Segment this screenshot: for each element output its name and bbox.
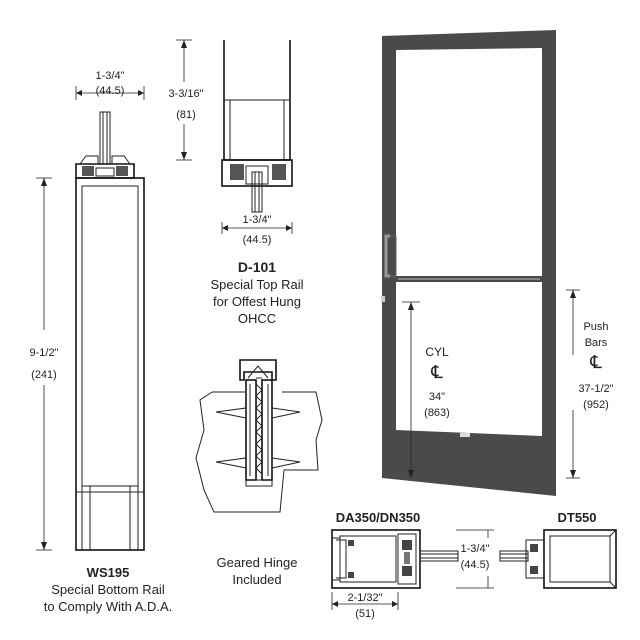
ws195-body bbox=[75, 177, 145, 551]
cyl-label: CYL bbox=[425, 345, 449, 359]
push-centerline-icon: ℄ bbox=[589, 352, 602, 372]
d101-desc-1: Special Top Rail bbox=[211, 277, 304, 292]
dt550-title: DT550 bbox=[557, 510, 596, 525]
door-elevation bbox=[381, 30, 580, 496]
hinge-label-1: Geared Hinge bbox=[217, 555, 298, 570]
ws195-title: WS195 bbox=[87, 565, 130, 580]
d101-profile bbox=[221, 159, 293, 187]
da350-glass bbox=[419, 550, 459, 562]
cyl-height-in: 34" bbox=[429, 391, 445, 403]
ws195-desc-2: to Comply With A.D.A. bbox=[44, 599, 173, 614]
d101-desc-2: for Offest Hung bbox=[213, 294, 301, 309]
ws195-width-in: 1-3/4" bbox=[96, 70, 125, 82]
d101-height-in: 3-3/16" bbox=[168, 88, 203, 100]
dt550-glass bbox=[499, 550, 529, 562]
hinge-label-2: Included bbox=[232, 572, 281, 587]
door-cylinder-lock bbox=[381, 296, 385, 302]
d101-desc-3: OHCC bbox=[238, 311, 276, 326]
ws195-glass bbox=[99, 111, 111, 165]
push-label-1: Push bbox=[583, 321, 608, 333]
dt550-frame bbox=[543, 529, 617, 589]
da350-width-in: 2-1/32" bbox=[347, 592, 382, 604]
cyl-height-mm: (863) bbox=[424, 407, 450, 419]
push-height-in: 37-1/2" bbox=[578, 383, 613, 395]
d101-glass bbox=[251, 171, 263, 213]
ws195-desc-1: Special Bottom Rail bbox=[51, 582, 165, 597]
d101-width-in: 1-3/4" bbox=[243, 214, 272, 226]
da350-height-in: 1-3/4" bbox=[461, 543, 490, 555]
geared-hinge-diagram bbox=[195, 359, 323, 513]
d101-diagram bbox=[176, 39, 293, 234]
d101-title: D-101 bbox=[238, 259, 276, 275]
door-frame bbox=[382, 30, 556, 496]
da350-title: DA350/DN350 bbox=[336, 510, 421, 525]
d101-width-mm: (44.5) bbox=[243, 234, 272, 246]
dt550-diagram bbox=[499, 529, 617, 589]
push-height-mm: (952) bbox=[583, 399, 609, 411]
da350-width-mm: (51) bbox=[355, 608, 375, 620]
hinge-screw bbox=[215, 407, 247, 419]
push-label-2: Bars bbox=[585, 337, 608, 349]
d101-height-mm: (81) bbox=[176, 109, 196, 121]
ws195-diagram bbox=[36, 86, 145, 551]
ws195-height-in: 9-1/2" bbox=[30, 347, 59, 359]
ws195-height-mm: (241) bbox=[31, 369, 57, 381]
hinge-cap bbox=[239, 359, 277, 381]
cyl-centerline-icon: ℄ bbox=[430, 362, 443, 382]
door-handle bbox=[384, 234, 390, 278]
da350-diagram bbox=[331, 529, 494, 610]
da350-height-mm: (44.5) bbox=[461, 559, 490, 571]
ws195-width-mm: (44.5) bbox=[96, 85, 125, 97]
